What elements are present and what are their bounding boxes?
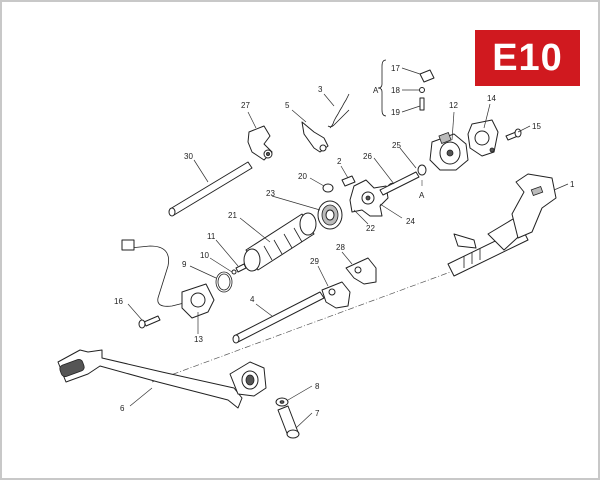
leader-11 bbox=[215, 239, 239, 267]
axis-line bbox=[151, 263, 473, 383]
callout-9: 9 bbox=[182, 260, 187, 269]
leader-14 bbox=[483, 103, 491, 129]
part-24-star-wheel bbox=[349, 179, 389, 217]
part-10-washer bbox=[231, 269, 237, 275]
leader-15 bbox=[517, 125, 531, 133]
leader-25 bbox=[399, 147, 417, 169]
leader-22 bbox=[353, 209, 369, 225]
callout-5: 5 bbox=[285, 101, 290, 110]
leader-7 bbox=[295, 412, 313, 429]
callout-23: 23 bbox=[266, 189, 275, 198]
callout-2: 2 bbox=[337, 157, 342, 166]
leader-8 bbox=[287, 385, 313, 401]
callout-25: 25 bbox=[392, 141, 401, 150]
callout-27: 27 bbox=[241, 101, 250, 110]
leader-4 bbox=[255, 303, 273, 317]
callout-21: 21 bbox=[228, 211, 237, 220]
part-3-spring bbox=[327, 93, 350, 129]
leader-2 bbox=[340, 165, 349, 179]
callout-11: 11 bbox=[207, 232, 216, 241]
callout-4: 4 bbox=[250, 295, 255, 304]
callout-18: 18 bbox=[391, 86, 400, 95]
group-a-label: A bbox=[373, 86, 379, 95]
leader-27 bbox=[247, 111, 257, 129]
callout-3: 3 bbox=[318, 85, 323, 94]
leader-9 bbox=[189, 265, 217, 279]
part-12-cam bbox=[429, 132, 469, 171]
leader-16 bbox=[127, 303, 143, 321]
part-1-shift-shaft bbox=[447, 173, 557, 277]
section-badge: E10 bbox=[475, 30, 580, 86]
callout-17: 17 bbox=[391, 64, 400, 73]
leader-12 bbox=[451, 111, 455, 141]
part-13-sensor bbox=[121, 239, 215, 319]
part-15-screw bbox=[505, 128, 522, 141]
part-25-pin bbox=[417, 164, 427, 176]
part-7-bolt bbox=[277, 405, 300, 439]
part-28-fork bbox=[345, 257, 377, 285]
leader-30 bbox=[193, 159, 209, 183]
callout-16: 16 bbox=[114, 297, 123, 306]
part-23-bearing bbox=[317, 200, 343, 230]
part-9-o-ring bbox=[215, 271, 233, 293]
callout-28: 28 bbox=[336, 243, 345, 252]
part-20-washer bbox=[322, 183, 334, 193]
leader-21 bbox=[239, 217, 271, 243]
leader-6 bbox=[129, 387, 153, 407]
part-30-shaft bbox=[168, 161, 253, 217]
callout-10: 10 bbox=[200, 251, 209, 260]
leader-29 bbox=[317, 265, 329, 287]
part-27-fork bbox=[247, 125, 273, 161]
callout-30: 30 bbox=[184, 152, 193, 161]
detail-a-label: A bbox=[419, 191, 425, 200]
part-5-lever bbox=[301, 121, 329, 153]
leader-17 bbox=[401, 67, 421, 75]
callout-26: 26 bbox=[363, 152, 372, 161]
callout-22: 22 bbox=[366, 224, 375, 233]
part-6-shift-lever bbox=[57, 349, 267, 409]
callout-13: 13 bbox=[194, 335, 203, 344]
part-2-pin bbox=[341, 175, 356, 187]
part-19-pin bbox=[419, 97, 425, 111]
part-16-screw bbox=[138, 315, 161, 329]
leader-5 bbox=[291, 109, 307, 123]
callout-20: 20 bbox=[298, 172, 307, 181]
leader-24 bbox=[379, 203, 403, 219]
leader-26 bbox=[373, 157, 395, 185]
leader-3 bbox=[323, 93, 335, 107]
callout-24: 24 bbox=[406, 217, 415, 226]
part-18-ball bbox=[419, 87, 425, 93]
part-8-washer bbox=[275, 397, 289, 407]
callout-1: 1 bbox=[570, 180, 575, 189]
leader-20 bbox=[309, 177, 325, 187]
group-a-bracket bbox=[377, 59, 387, 117]
leader-1 bbox=[553, 183, 569, 191]
callout-19: 19 bbox=[391, 108, 400, 117]
part-4-shaft bbox=[232, 291, 325, 344]
callout-29: 29 bbox=[310, 257, 319, 266]
leader-23 bbox=[271, 195, 321, 211]
callout-6: 6 bbox=[120, 404, 125, 413]
callout-14: 14 bbox=[487, 94, 496, 103]
leader-10 bbox=[209, 257, 233, 273]
part-17-clip bbox=[419, 69, 435, 83]
callout-8: 8 bbox=[315, 382, 320, 391]
leader-28 bbox=[341, 251, 353, 265]
part-21-drum bbox=[243, 212, 317, 272]
callout-15: 15 bbox=[532, 122, 541, 131]
leader-19 bbox=[401, 105, 421, 113]
part-26-spring bbox=[379, 171, 420, 196]
callout-12: 12 bbox=[449, 101, 458, 110]
part-14-retainer bbox=[467, 119, 499, 157]
callout-7: 7 bbox=[315, 409, 320, 418]
part-29-fork bbox=[321, 281, 351, 309]
part-11-pin bbox=[235, 263, 247, 273]
